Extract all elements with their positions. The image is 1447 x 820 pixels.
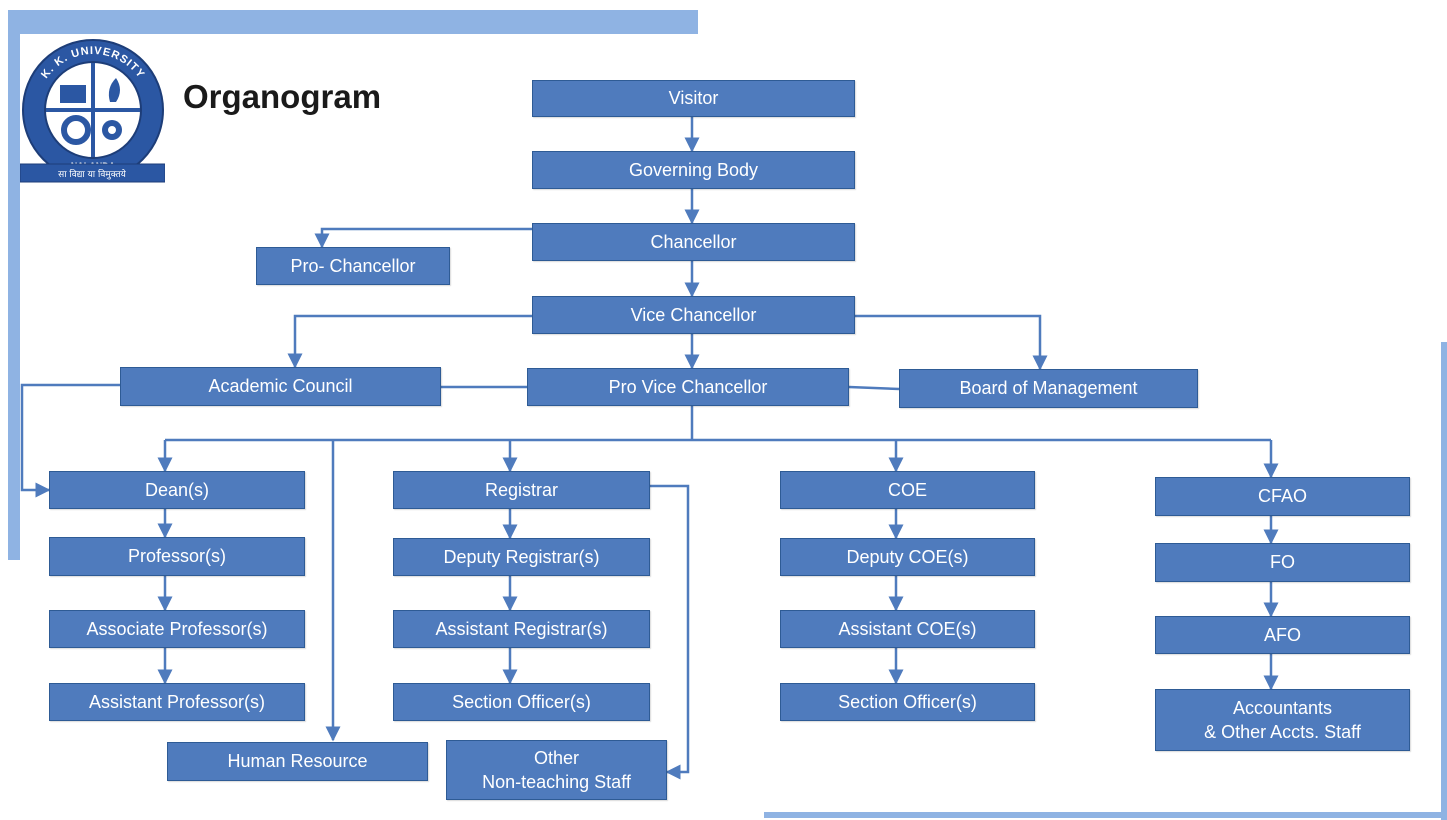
node-associate-professors: Associate Professor(s) (49, 610, 305, 648)
node-vice-chancellor: Vice Chancellor (532, 296, 855, 334)
connector-vc-board (855, 314, 1048, 371)
logo-motto: सा विद्या या विमुक्तये (58, 168, 127, 180)
node-visitor: Visitor (532, 80, 855, 117)
node-accountants: Accountants & Other Accts. Staff (1155, 689, 1410, 751)
university-logo: K. K. UNIVERSITY NALANDA सा विद्या या वि… (20, 39, 165, 183)
node-board-of-management: Board of Management (899, 369, 1198, 408)
page-title: Organogram (183, 78, 382, 115)
slide-frame-bottom (764, 812, 1447, 818)
node-chancellor: Chancellor (532, 223, 855, 261)
node-afo: AFO (1155, 616, 1410, 654)
node-deputy-registrars: Deputy Registrar(s) (393, 538, 650, 576)
node-academic-council: Academic Council (120, 367, 441, 406)
node-cfao: CFAO (1155, 477, 1410, 516)
node-section-officers-registrar: Section Officer(s) (393, 683, 650, 721)
node-assistant-registrars: Assistant Registrar(s) (393, 610, 650, 648)
node-governing-body: Governing Body (532, 151, 855, 189)
node-professors: Professor(s) (49, 537, 305, 576)
connector-pvc-board (848, 385, 900, 391)
node-coe: COE (780, 471, 1035, 509)
node-pro-chancellor: Pro- Chancellor (256, 247, 450, 285)
connector-vc-academic (287, 314, 533, 369)
slide-frame-right (1441, 342, 1447, 820)
node-other-non-teaching-staff: Other Non-teaching Staff (446, 740, 667, 800)
slide-frame-top (10, 10, 698, 34)
node-registrar: Registrar (393, 471, 650, 509)
node-pro-vice-chancellor: Pro Vice Chancellor (527, 368, 849, 406)
node-human-resource: Human Resource (167, 742, 428, 781)
node-fo: FO (1155, 543, 1410, 582)
node-assistant-coes: Assistant COE(s) (780, 610, 1035, 648)
connector-registrar-other (650, 484, 690, 780)
connector-academic-deans (20, 383, 120, 498)
node-deans: Dean(s) (49, 471, 305, 509)
node-assistant-professors: Assistant Professor(s) (49, 683, 305, 721)
slide-frame-left (8, 10, 20, 560)
node-deputy-coes: Deputy COE(s) (780, 538, 1035, 576)
node-section-officers-coe: Section Officer(s) (780, 683, 1035, 721)
connector-chancellor-prochancellor (314, 227, 533, 249)
